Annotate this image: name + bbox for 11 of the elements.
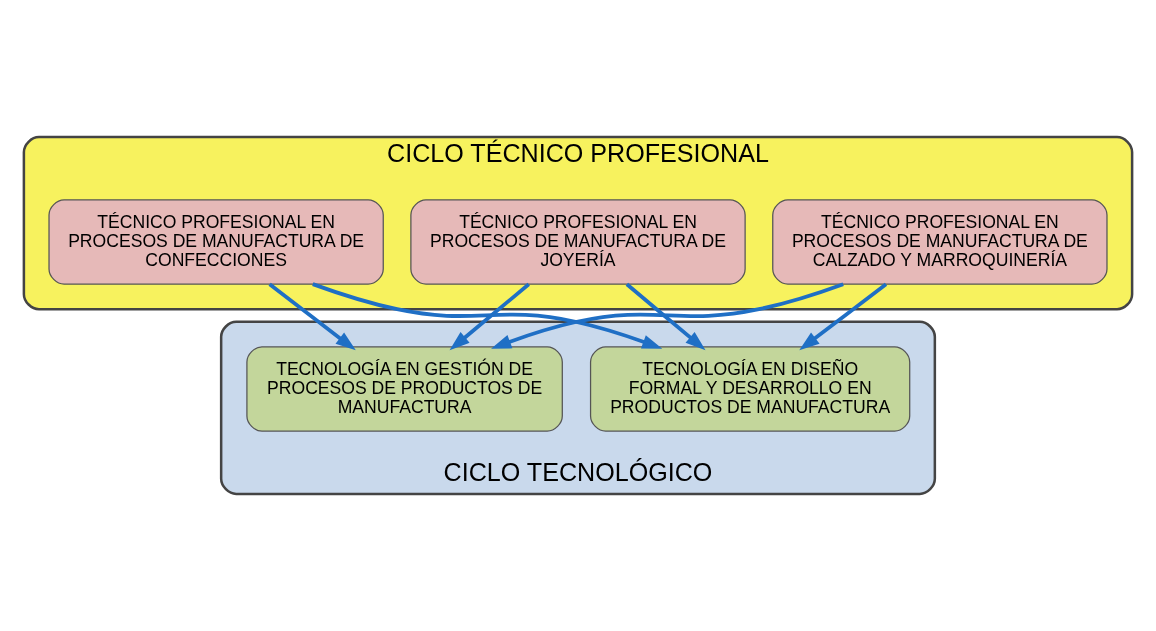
arrow [799,282,888,351]
node-box: TÉCNICO PROFESIONAL EN PROCESOS DE MANUFACTURA DE CONFECCIONES [48,199,384,285]
arrow [491,282,844,349]
node-box: TECNOLOGÍA EN DISEÑO FORMAL Y DESARROLLO EN PRODUCTOS DE MANUFACTURA [589,346,911,432]
node-box: TÉCNICO PROFESIONAL EN PROCESOS DE MANUFACTURA DE JOYERÍA [410,199,746,285]
node-box: TECNOLOGÍA EN GESTIÓN DE PROCESOS DE PRODUCTOS DE MANUFACTURA [246,346,563,432]
arrow [449,282,530,351]
arrow [312,282,663,349]
node-box: TÉCNICO PROFESIONAL EN PROCESOS DE MANUFACTURA DE CALZADO Y MARROQUINERÍA [772,199,1108,285]
arrow [625,282,706,351]
arrow [268,282,356,351]
